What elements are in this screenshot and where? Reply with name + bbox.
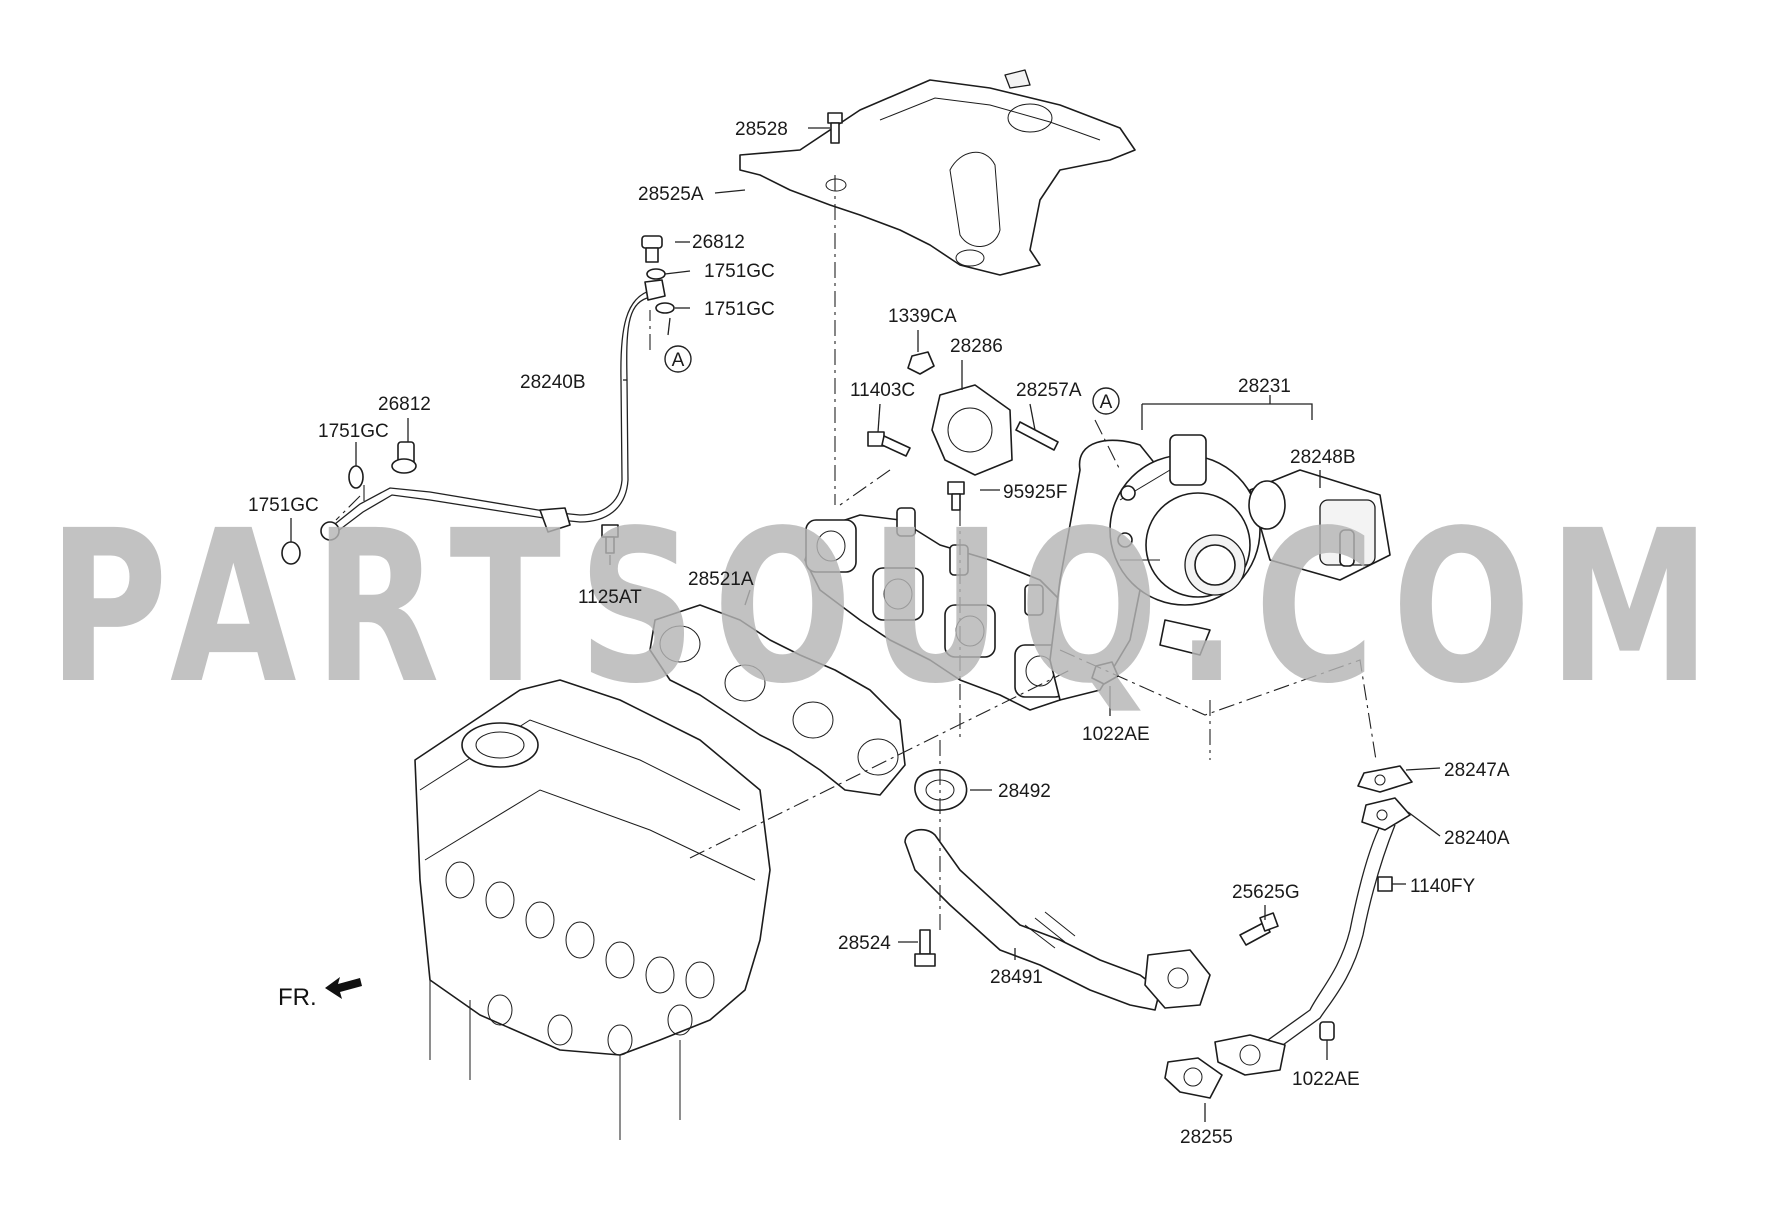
label-1339CA: 1339CA	[888, 306, 957, 327]
cylinder-head	[414, 679, 771, 1140]
label-95925F: 95925F	[1003, 482, 1067, 503]
label-28525A: 28525A	[638, 184, 704, 205]
nut-1339CA	[907, 351, 935, 375]
bolt-28528	[827, 112, 843, 144]
bolt-25625G	[1239, 912, 1279, 946]
label-1125AT: 1125AT	[578, 587, 642, 608]
label-28492: 28492	[998, 781, 1051, 802]
label-28231: 28231	[1238, 376, 1291, 397]
oil-return-pipe-28240A	[1164, 765, 1413, 1099]
label-28247A: 28247A	[1444, 760, 1510, 781]
exhaust-manifold	[804, 507, 1081, 711]
label-1751GC-b: 1751GC	[704, 299, 775, 320]
front-marker-label: FR.	[278, 984, 317, 1011]
part-labels: 28528 28525A 26812 1751GC 1751GC 28240B …	[248, 119, 1510, 1148]
label-28257A: 28257A	[1016, 380, 1082, 401]
label-26812-top: 26812	[692, 232, 745, 253]
label-1140FY: 1140FY	[1410, 876, 1475, 897]
manifold-gasket-28521A	[649, 604, 906, 796]
stud-28257A	[1015, 421, 1059, 451]
oil-pipe-28240B	[320, 279, 666, 541]
bolt-1125AT	[601, 524, 619, 554]
callout-a-top: A	[664, 345, 692, 373]
label-1022AE-low: 1022AE	[1292, 1069, 1360, 1090]
bolt-11403C	[867, 431, 911, 457]
heat-shield-28525A	[739, 69, 1136, 276]
actuator-28248B	[1248, 469, 1391, 581]
front-arrow-icon	[325, 977, 362, 999]
label-1022AE-mid: 1022AE	[1082, 724, 1150, 745]
label-28255: 28255	[1180, 1127, 1233, 1148]
callout-a-turbo-letter: A	[1100, 392, 1113, 413]
label-28286: 28286	[950, 336, 1003, 357]
label-28524: 28524	[838, 933, 891, 954]
leader-lines	[290, 127, 1441, 1122]
banjo-bolt-26812-top	[641, 235, 675, 314]
label-26812-left: 26812	[378, 394, 431, 415]
dashed-assembly-lines	[335, 175, 1377, 932]
callout-a-turbo: A	[1092, 387, 1120, 415]
callout-a-top-letter: A	[672, 350, 685, 371]
watermark: PARTSOUQ.COM	[48, 485, 1728, 730]
label-25625G: 25625G	[1232, 882, 1300, 903]
bolt-28524	[914, 929, 936, 967]
label-28248B: 28248B	[1290, 447, 1356, 468]
label-1751GC-a: 1751GC	[704, 261, 775, 282]
label-28240B: 28240B	[520, 372, 586, 393]
turbo-inlet-gasket-28286	[931, 384, 1013, 476]
banjo-bolt-26812-left	[281, 441, 417, 565]
label-28491: 28491	[990, 967, 1043, 988]
label-1751GC-d: 1751GC	[248, 495, 319, 516]
label-28521A: 28521A	[688, 569, 754, 590]
egr-pipe-28491	[904, 828, 1211, 1011]
label-28528: 28528	[735, 119, 788, 140]
label-11403C: 11403C	[850, 380, 915, 401]
turbocharger-28231	[1049, 434, 1261, 701]
gasket-28492	[914, 769, 968, 811]
label-28240A: 28240A	[1444, 828, 1510, 849]
bolt-95925F	[947, 481, 965, 511]
front-direction-marker: FR.	[278, 977, 362, 1011]
label-1751GC-c: 1751GC	[318, 421, 389, 442]
